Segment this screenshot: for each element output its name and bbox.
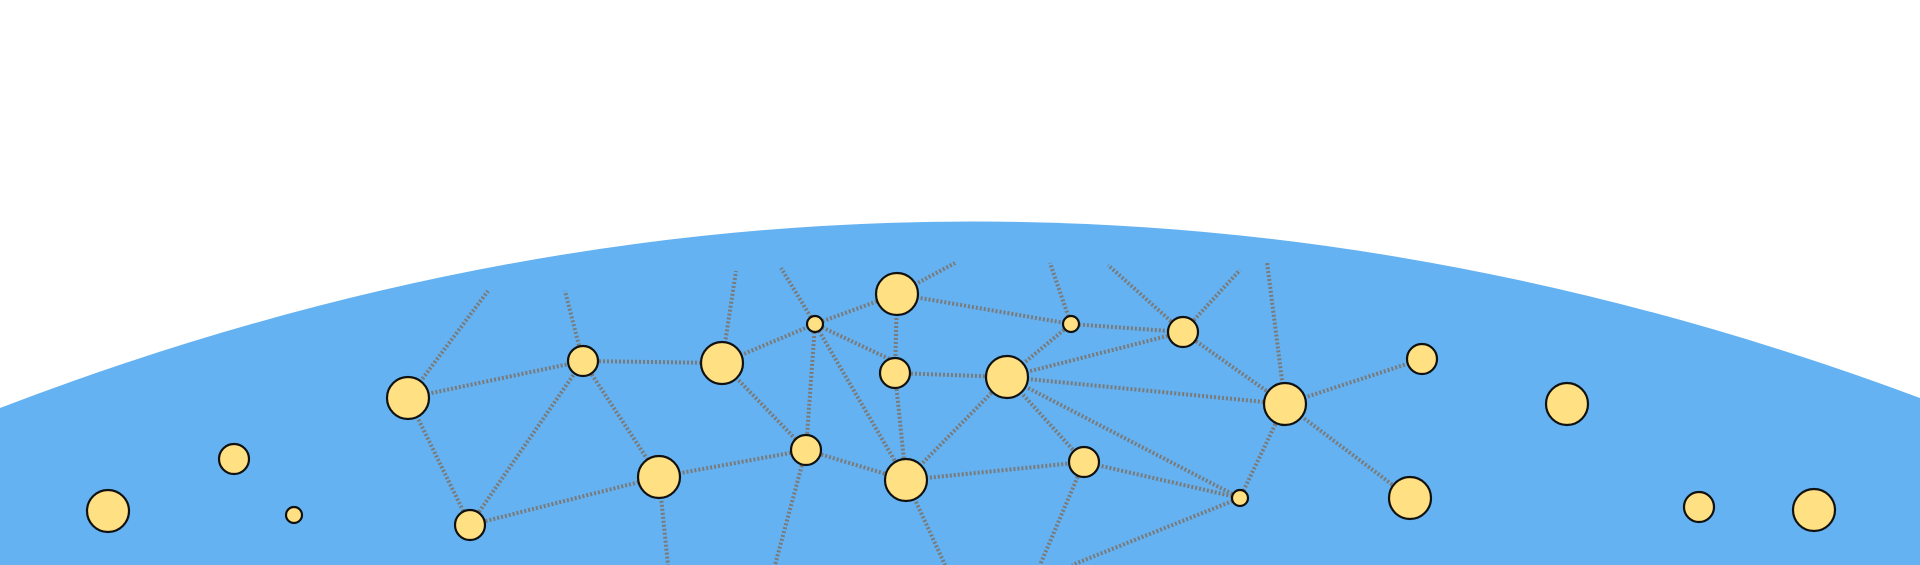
network-node (453, 508, 487, 542)
network-edge (1006, 375, 1286, 406)
network-node (1067, 445, 1101, 479)
network-edge (1048, 262, 1073, 325)
network-node (805, 314, 825, 334)
network-edge (582, 359, 723, 365)
network-edge (804, 323, 817, 451)
network-node (1405, 342, 1439, 376)
network-edge (657, 476, 670, 565)
network-edge (469, 475, 660, 527)
network-edge (1070, 322, 1184, 334)
network-edge (581, 359, 661, 479)
network-edge (896, 261, 956, 296)
network-node (284, 505, 304, 525)
network-edge (658, 448, 807, 479)
network-node (85, 488, 131, 534)
network-edge (1238, 403, 1287, 499)
network-node (1791, 487, 1837, 533)
network-edge (720, 270, 738, 364)
network-node (1230, 488, 1250, 508)
network-node (385, 375, 431, 421)
network-node (217, 442, 251, 476)
network-edge (814, 322, 899, 365)
network-node (883, 457, 929, 503)
network-node (636, 454, 682, 500)
network-node (789, 433, 823, 467)
network-node (1166, 315, 1200, 349)
network-node (1387, 475, 1433, 521)
network-node (878, 356, 912, 390)
network-edge (468, 359, 585, 527)
network-nodes (85, 271, 1837, 542)
network-edge (904, 479, 947, 565)
network-edge (1106, 263, 1185, 334)
network-node (1682, 490, 1716, 524)
network-edge (905, 460, 1085, 482)
network-edge (1005, 375, 1086, 464)
network-edge (406, 397, 472, 526)
network-edge (407, 359, 584, 400)
network-edge (1083, 460, 1241, 500)
network-node (874, 271, 920, 317)
network-edge (904, 375, 1009, 482)
network-edge (1038, 461, 1086, 565)
network-node (1262, 381, 1308, 427)
network-node (984, 354, 1030, 400)
network-node (1544, 381, 1590, 427)
network-node (566, 344, 600, 378)
network-edge (805, 448, 907, 482)
network-node (699, 340, 745, 386)
network-edge (779, 266, 817, 326)
network-edge (896, 292, 1072, 326)
network-node (1061, 314, 1081, 334)
globe-surface (0, 221, 1920, 565)
network-edge (1284, 357, 1423, 406)
